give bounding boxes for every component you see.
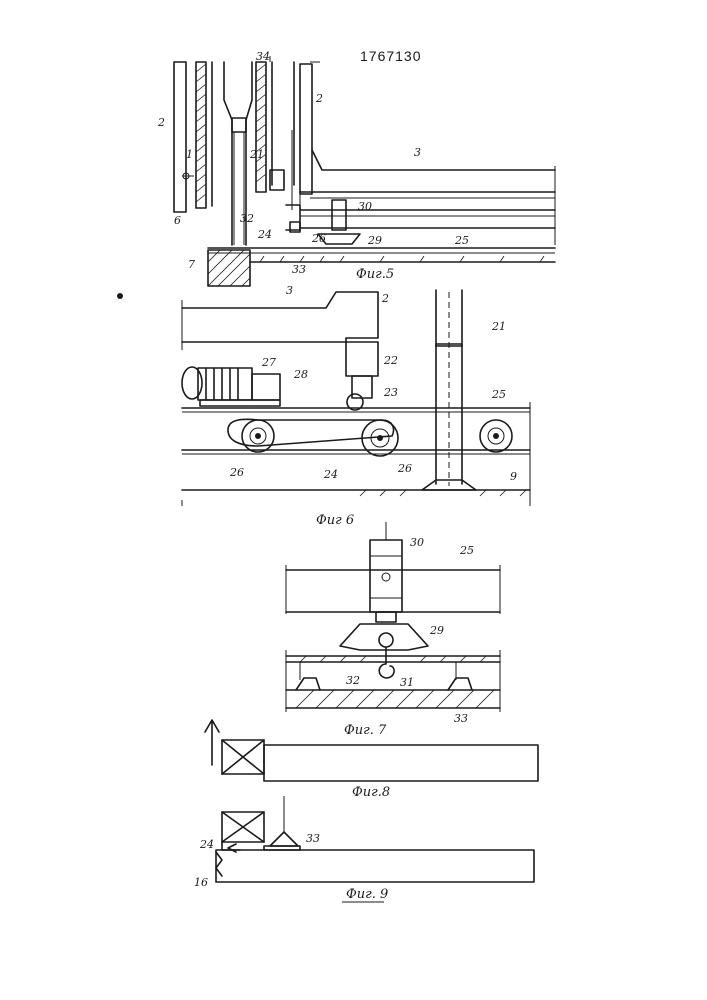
fig5-label-21: 21 [249, 148, 264, 161]
fig5-label-3: 3 [414, 146, 421, 159]
fig9-label-24: 24 [199, 838, 214, 851]
figure-7: 30 25 29 32 31 33 Фиг. 7 [286, 522, 500, 738]
fig7-label-29: 29 [429, 624, 444, 637]
fig7-label-33: 33 [454, 712, 468, 725]
fig5-label-30: 30 [358, 200, 372, 213]
fig5-caption: Фиг.5 [356, 267, 394, 282]
fig5-label-7: 7 [188, 258, 195, 271]
up-arrow-icon [205, 720, 219, 765]
fig8-caption: Фиг.8 [352, 785, 390, 800]
patent-number: 1767130 [360, 48, 422, 64]
fig6-label-3: 3 [286, 284, 293, 297]
fig6-label-21: 21 [491, 320, 506, 333]
fig7-label-32: 32 [346, 674, 360, 687]
fig5-label-6: 6 [174, 214, 181, 227]
fig5-label-2-left: 2 [157, 116, 165, 129]
fig5-label-29: 29 [367, 234, 382, 247]
fig6-label-26-left: 26 [229, 466, 244, 479]
fig7-caption: Фиг. 7 [344, 723, 387, 738]
fig6-label-26-right: 26 [397, 462, 412, 475]
fig6-label-2: 2 [381, 292, 389, 305]
fig9-caption: Фиг. 9 [346, 887, 388, 902]
fig6-label-22: 22 [383, 354, 398, 367]
fig5-label-1: 1 [186, 148, 193, 161]
fig6-label-27: 27 [261, 356, 276, 369]
fig6-label-23: 23 [383, 386, 398, 399]
figure-6: 3 2 21 22 27 28 23 25 26 24 26 9 Фиг 6 [182, 284, 530, 528]
fig7-label-31: 31 [400, 676, 414, 689]
fig5-label-33: 33 [292, 263, 306, 276]
figure-5: 34 2 2 1 21 3 6 30 32 24 26 29 25 7 33 Ф… [157, 50, 555, 286]
fig6-label-24: 24 [323, 468, 338, 481]
fig5-label-24: 24 [257, 228, 272, 241]
fig6-label-25: 25 [491, 388, 506, 401]
figure-9: 33 24 16 Фиг. 9 [194, 796, 534, 902]
fig9-label-33: 33 [306, 832, 320, 845]
fig7-label-25: 25 [459, 544, 474, 557]
fig7-label-30: 30 [410, 536, 424, 549]
scan-dot [117, 293, 123, 299]
fig5-label-26: 26 [311, 232, 326, 245]
fig5-label-32: 32 [240, 212, 254, 225]
fig5-label-2-right: 2 [315, 92, 323, 105]
fig5-label-25: 25 [454, 234, 469, 247]
column-2-left [174, 62, 186, 212]
fig6-label-28: 28 [293, 368, 308, 381]
fig9-label-16: 16 [194, 876, 208, 889]
fig5-label-34: 34 [256, 50, 270, 63]
fig6-label-9: 9 [510, 470, 517, 483]
fig6-caption: Фиг 6 [316, 513, 354, 528]
